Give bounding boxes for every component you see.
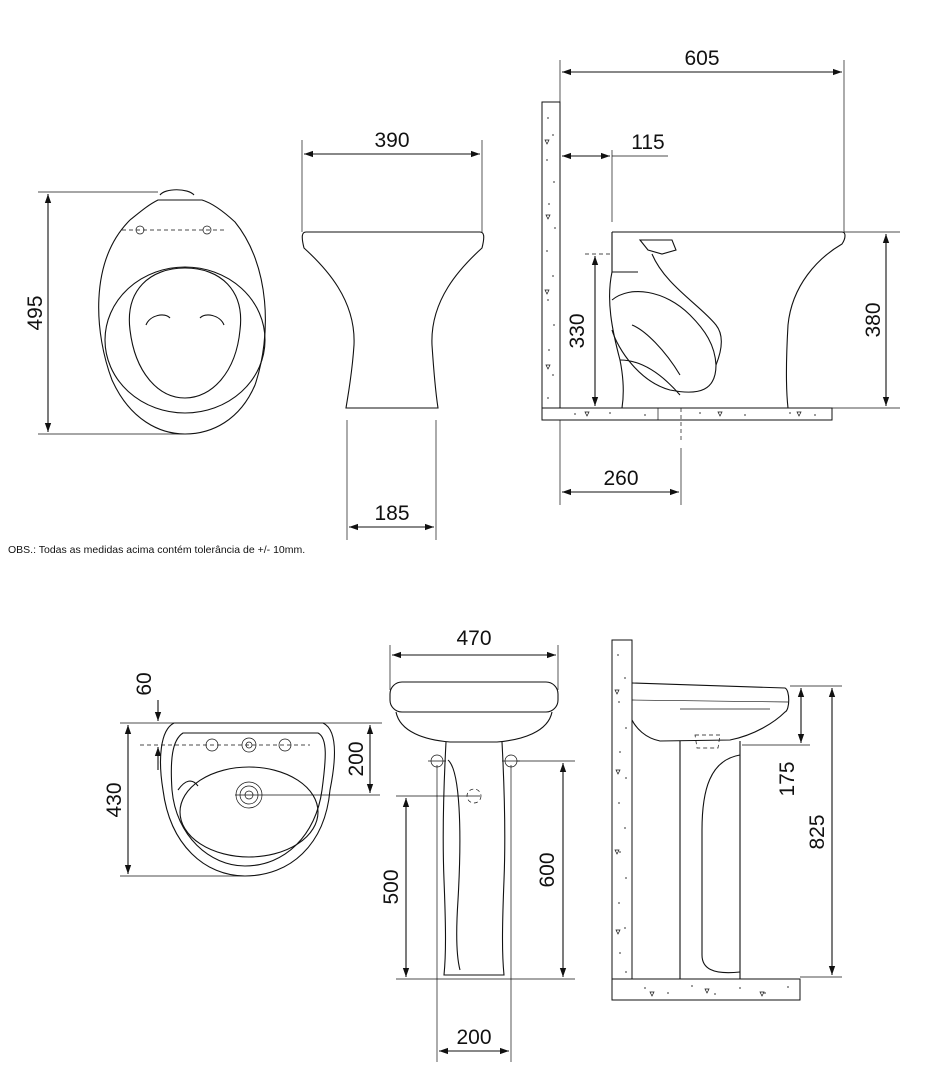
dim-toilet-height: 380 — [862, 302, 885, 337]
dim-basin-total-height: 825 — [806, 814, 829, 849]
basin-side-view: 175 825 — [611, 639, 842, 1001]
dim-basin-faucet-offset: 60 — [133, 672, 156, 695]
dim-toilet-inlet-height: 330 — [566, 313, 589, 348]
dim-basin-pedestal-width: 200 — [456, 1026, 491, 1049]
dim-basin-bowl-height: 175 — [776, 761, 799, 796]
dim-basin-width: 470 — [456, 627, 491, 650]
dim-basin-depth: 430 — [103, 782, 126, 817]
dim-toilet-wall-offset: 115 — [631, 131, 664, 154]
dim-basin-fixing-height: 600 — [536, 852, 559, 887]
toilet-top-view: 495 — [24, 189, 266, 435]
dim-basin-drain-height: 500 — [380, 869, 403, 904]
dim-basin-hole-offset: 200 — [345, 741, 368, 776]
dim-toilet-base-width: 185 — [374, 502, 409, 525]
basin-front-view: 470 500 600 200 — [380, 627, 575, 1062]
basin-top-view: 430 60 200 — [103, 672, 382, 877]
tolerance-note: OBS.: Todas as medidas acima contém tole… — [8, 544, 306, 556]
toilet-front-view: 390 185 — [301, 129, 485, 540]
dim-toilet-depth: 495 — [24, 295, 47, 330]
dim-toilet-drain-distance: 260 — [603, 467, 638, 490]
toilet-side-view: 605 115 330 380 260 — [541, 47, 900, 505]
dim-toilet-top-width: 390 — [374, 129, 409, 152]
dim-toilet-total-depth: 605 — [684, 47, 719, 70]
